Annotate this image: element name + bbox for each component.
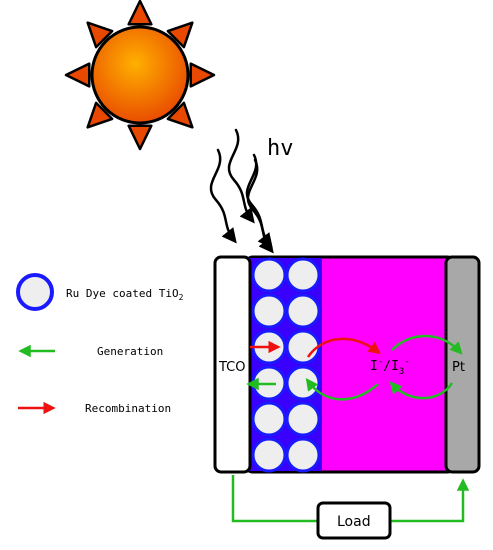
- tio2-particle: [285, 257, 321, 293]
- tco-label: TCO: [218, 360, 246, 375]
- sun-ray: [86, 101, 114, 129]
- dye-coating-layer: [248, 258, 322, 471]
- tio2-particle: [285, 401, 321, 437]
- light-rays: [209, 128, 274, 254]
- tio2-particle: [285, 365, 321, 401]
- tio2-particle: [251, 401, 287, 437]
- tio2-particle: [251, 437, 287, 473]
- legend-ru-dye-label: Ru Dye coated TiO2: [66, 287, 184, 302]
- load-box: [316, 501, 392, 540]
- legend: Ru Dye coated TiO2 Generation Recombinat…: [16, 273, 184, 415]
- external-circuit: [231, 475, 470, 523]
- coated-particle-icon: [16, 273, 54, 311]
- sun-ray: [166, 21, 194, 49]
- generation-arrow-electrolyte: [305, 377, 379, 401]
- sun-ray: [86, 21, 114, 49]
- load-label: Load: [337, 514, 371, 530]
- sun-ray: [189, 62, 216, 88]
- legend-recombination-label: Recombination: [85, 402, 171, 415]
- tio2-particle: [285, 293, 321, 329]
- legend-generation-label: Generation: [97, 345, 163, 358]
- generation-arrow-pt-bottom: [389, 381, 454, 400]
- generation-arrow-pt-top: [391, 334, 463, 355]
- sun-icon: [64, 0, 216, 151]
- tio2-particle: [251, 293, 287, 329]
- sun-ray: [64, 62, 91, 88]
- recombination-arrow-electrolyte: [306, 337, 381, 358]
- sun-rays: [64, 0, 216, 151]
- solar-cell: TCO Pt I-/I3-: [213, 255, 481, 474]
- tco-electrode: [213, 255, 252, 474]
- sun-ray: [127, 0, 153, 26]
- hv-label: hv: [267, 136, 294, 161]
- tio2-particle: [251, 257, 287, 293]
- tio2-particle: [285, 437, 321, 473]
- pt-electrode: [444, 255, 481, 474]
- sun-ray: [166, 101, 194, 129]
- redox-couple-label: I-/I3-: [370, 357, 410, 377]
- sun-ray: [127, 124, 153, 151]
- tio2-particle: [285, 329, 321, 365]
- pt-label: Pt: [452, 360, 465, 375]
